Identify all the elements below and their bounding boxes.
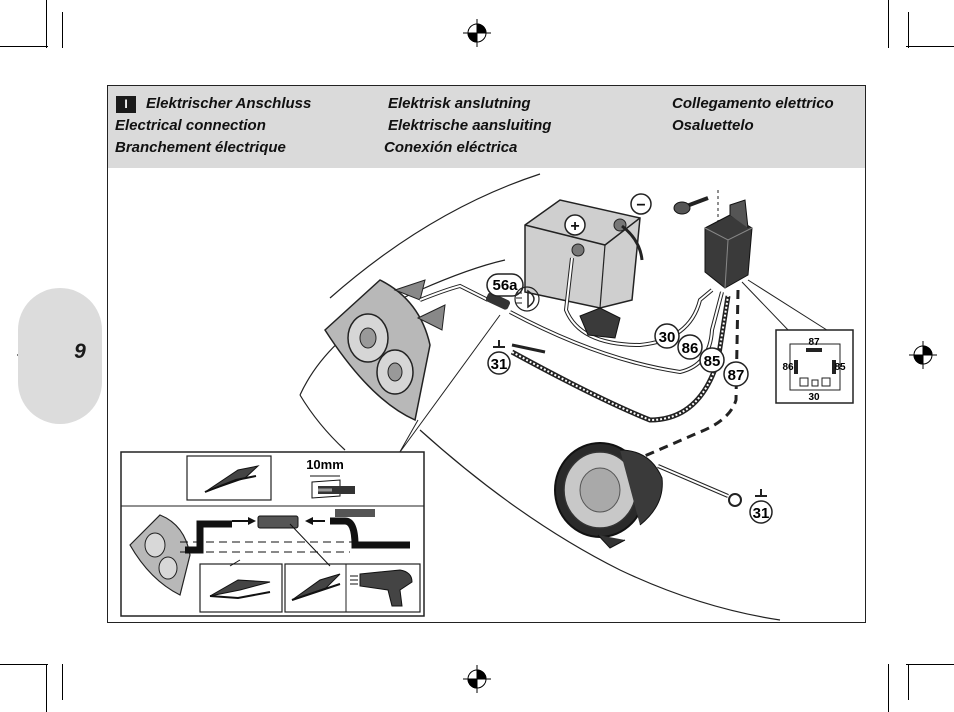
page-tab [18,288,102,424]
battery-plus-label: + [570,218,579,235]
inset-measure-label: 10mm [306,457,344,472]
crop-mark [908,664,909,700]
registration-target-icon [463,19,491,47]
wire-cutter-icon [209,579,271,600]
crop-mark [62,12,63,48]
svg-text:31: 31 [753,505,770,522]
crop-mark [46,0,47,48]
crop-mark [888,0,889,48]
crop-mark [0,46,48,47]
low-beam-icon [514,286,540,312]
headlamp-icon [324,279,446,422]
crop-mark [888,664,889,712]
svg-text:30: 30 [659,329,676,346]
relay-pin-87: 87 [808,337,820,348]
relay-pin-85: 85 [834,362,846,373]
svg-text:87: 87 [728,367,745,384]
fuse-holder-icon [579,307,621,339]
svg-text:31: 31 [491,356,508,373]
crop-mark [0,664,48,665]
relay-icon [704,199,753,289]
wire-connector-icon [485,292,511,310]
terminal-label-85: 85 [699,347,725,373]
registration-target-icon [909,341,937,369]
svg-text:56a: 56a [492,277,518,294]
screw-icon [673,196,709,215]
terminal-label-56a: 56a [486,273,524,297]
ground-label-31-left: 31 [487,340,511,375]
heading-es: Conexión eléctrica [384,139,518,156]
svg-text:85: 85 [704,353,721,370]
heading-nl: Elektrische aansluiting [388,117,552,134]
terminal-label-30: 30 [654,323,680,349]
crimping-tool-icon [204,465,260,493]
butt-connector-icon [257,515,299,529]
crop-mark [46,664,47,712]
crop-mark [906,46,954,47]
battery-icon: + − [524,193,652,309]
relay-pin-30: 30 [808,392,820,403]
svg-text:86: 86 [682,340,699,357]
battery-minus-label: − [636,197,645,214]
fog-lamp-icon [554,442,663,549]
ground-label-31-right: 31 [749,489,773,524]
relay-pin-86: 86 [782,362,794,373]
crimp-pliers-icon [291,573,341,601]
page-number: 9 [74,340,86,363]
crop-mark [908,12,909,48]
stripped-wire-icon [310,475,355,499]
terminal-label-87: 87 [723,361,749,387]
crop-mark [62,664,63,700]
heading-it: Collegamento elettrico [672,95,834,112]
crop-mark [906,664,954,665]
registration-target-icon [463,665,491,693]
relay-pin-diagram: 87 86 85 30 [775,329,854,404]
section-badge: I [116,96,136,113]
heading-fi: Osaluettelo [672,117,754,134]
terminal-label-86: 86 [677,334,703,360]
heading-sv: Elektrisk anslutning [388,95,531,112]
inset-headlamp-icon [129,514,191,596]
heat-gun-icon [350,569,413,607]
heading-en: Electrical connection [115,117,266,134]
header-band [108,86,865,168]
heading-fr: Branchement électrique [115,139,286,156]
heading-de: Elektrischer Anschluss [146,95,312,112]
